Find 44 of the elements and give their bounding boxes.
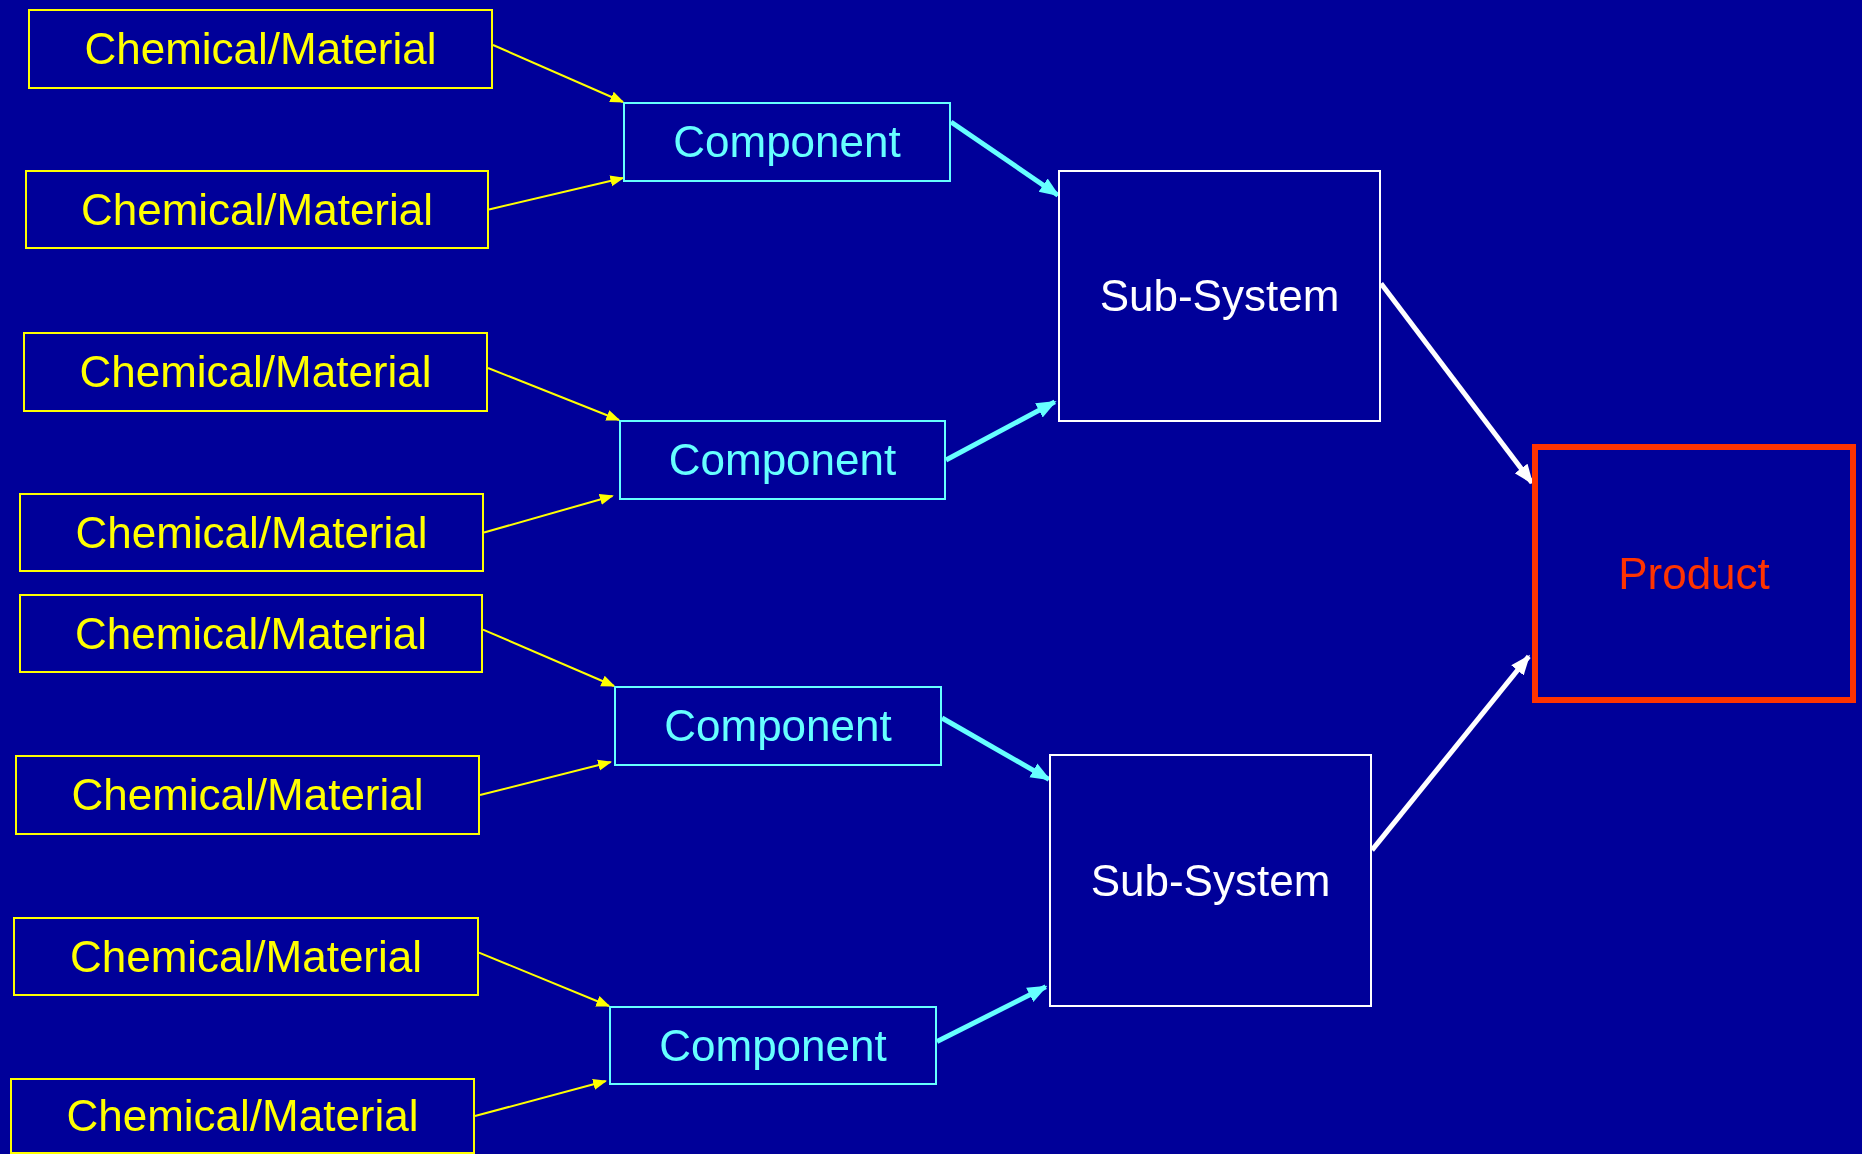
component-box (623, 102, 951, 182)
subsystem-box (1049, 754, 1372, 1007)
component-box (609, 1006, 937, 1085)
box-label: Component (664, 701, 892, 751)
box-label: Sub-System (1090, 855, 1331, 906)
box-label: Chemical/Material (75, 507, 428, 558)
component-box (619, 420, 946, 500)
material-box (25, 170, 489, 249)
box-label: Chemical/Material (84, 24, 437, 74)
arrow (935, 984, 1048, 1044)
arrow (479, 759, 613, 796)
box-label: Chemical/Material (66, 1091, 419, 1141)
material-box (13, 917, 479, 996)
arrow (1370, 654, 1531, 852)
product-box (1532, 444, 1856, 703)
box-label: Sub-System (1099, 271, 1340, 321)
subsystem-box (1058, 170, 1381, 422)
arrow (478, 951, 611, 1007)
box-label: Chemical/Material (74, 608, 428, 659)
material-box (19, 594, 483, 673)
material-box (19, 493, 484, 572)
material-box (10, 1078, 475, 1154)
box-label: Component (659, 1020, 887, 1071)
arrow (483, 494, 614, 534)
box-label: Component (673, 117, 901, 167)
arrow (487, 367, 621, 421)
arrow (492, 44, 625, 103)
material-box (28, 9, 493, 89)
box-label: Chemical/Material (79, 347, 432, 397)
component-box (614, 686, 942, 766)
arrow (1379, 281, 1534, 485)
box-label: Product (1618, 548, 1770, 599)
material-box (23, 332, 488, 412)
box-label: Chemical/Material (71, 770, 424, 820)
box-label: Chemical/Material (69, 931, 423, 982)
arrow (488, 175, 625, 211)
arrow (482, 628, 616, 687)
box-label: Chemical/Material (80, 184, 434, 235)
arrow (940, 715, 1051, 782)
arrow (949, 119, 1060, 198)
material-box (15, 755, 480, 835)
arrow (944, 399, 1057, 463)
arrow (474, 1078, 608, 1117)
box-label: Component (668, 435, 897, 485)
